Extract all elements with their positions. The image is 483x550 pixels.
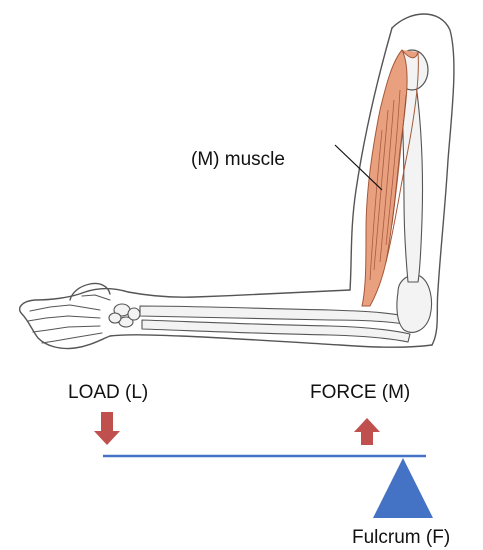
finger-bones [28,295,110,343]
elbow-joint [397,275,432,332]
forearm-top-outline [128,290,350,297]
carpal-bones [109,304,140,327]
load-label: LOAD (L) [68,382,148,403]
fulcrum-triangle-icon [373,458,433,518]
fulcrum-label: Fulcrum (F) [352,527,450,548]
muscle-label: (M) muscle [191,149,285,170]
force-arrow-icon [354,418,380,445]
force-label: FORCE (M) [310,382,410,403]
load-arrow-icon [94,412,120,445]
ulna-bone [142,320,410,342]
